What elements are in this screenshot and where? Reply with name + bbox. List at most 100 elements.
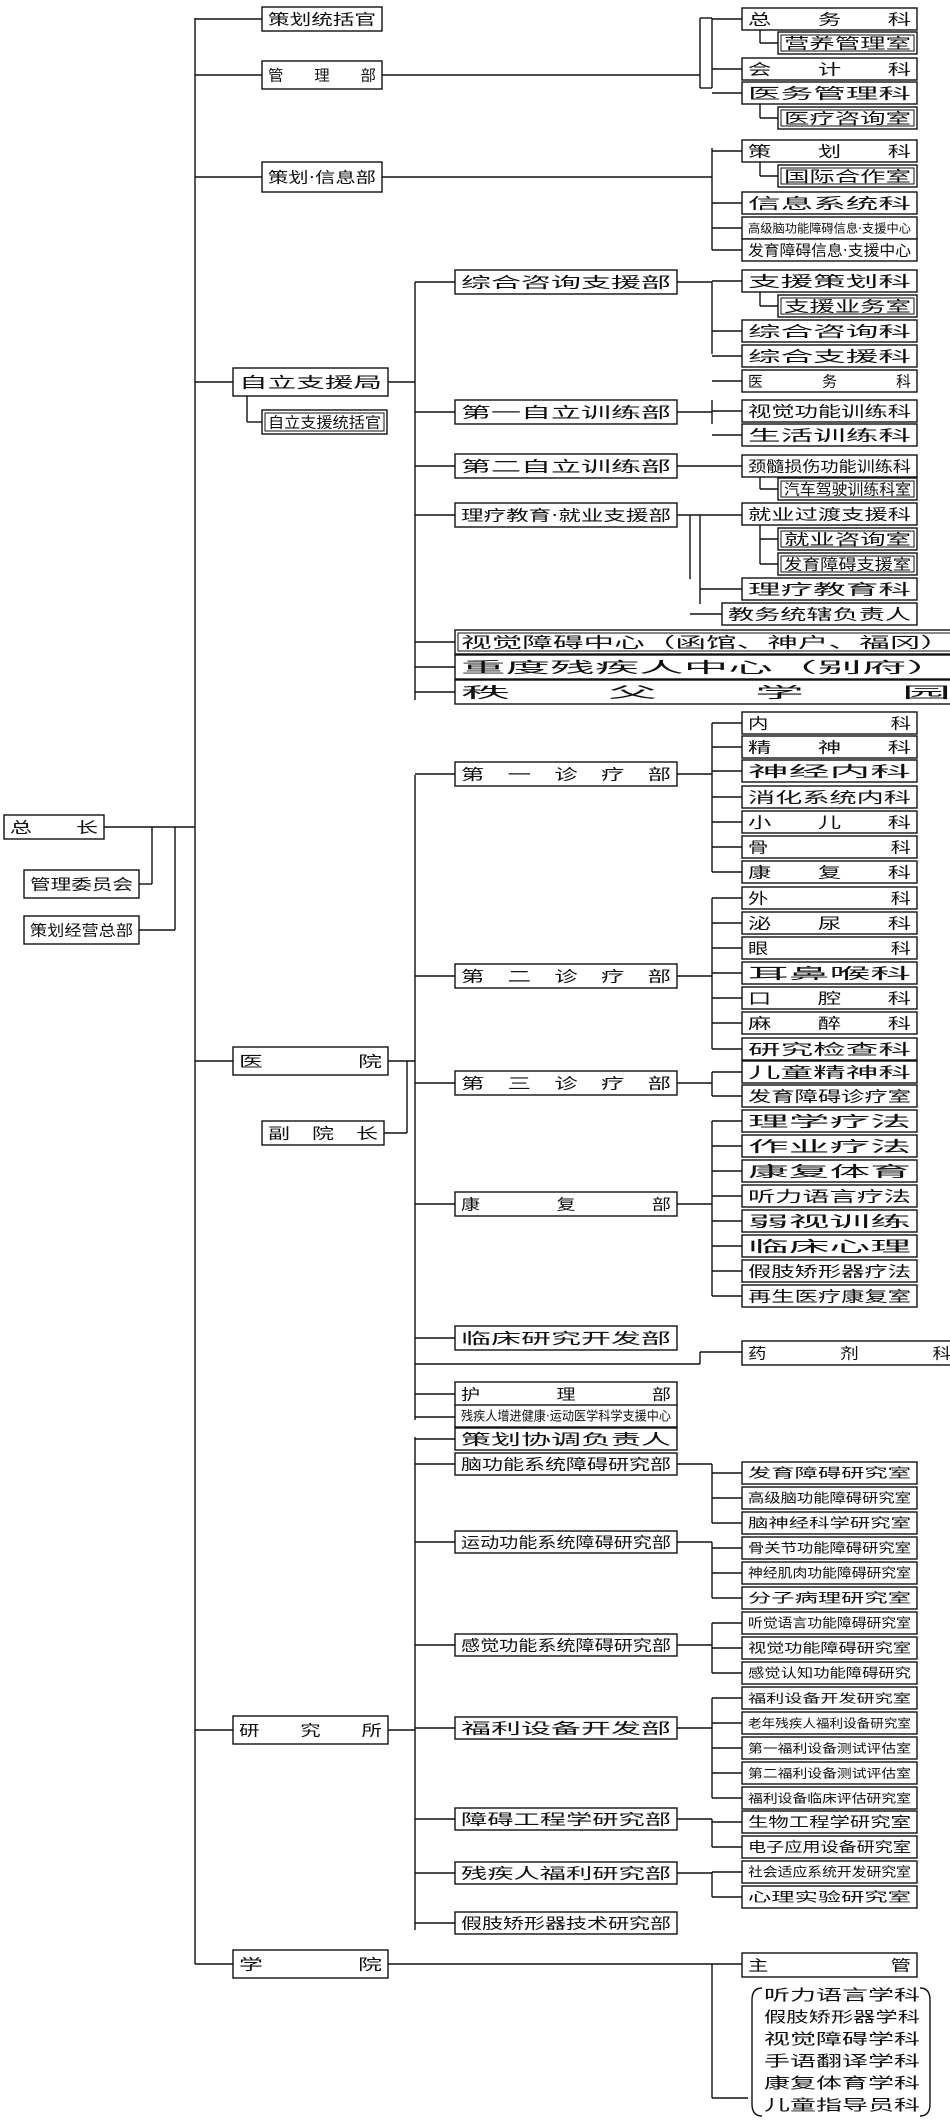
- welfare-unit-3: 第二福利设备测试评估室: [741, 1761, 918, 1785]
- bureau-dept-2: 第二自立训练部: [454, 453, 678, 479]
- rehab-unit-0: 理学疗法: [741, 1109, 918, 1133]
- social-unit-0-label: 社会适应系统开发研究室: [748, 1865, 911, 1881]
- edu-unit-2: 发育障碍支援室: [777, 552, 918, 576]
- edu-unit-0: 就业过渡支援科: [741, 502, 918, 526]
- engineering-unit-0: 生物工程学研究室: [741, 1810, 918, 1834]
- research-dept-3: 感觉功能系统障碍研究部: [454, 1633, 678, 1657]
- planning-unit-0-label: 策 划 科: [748, 142, 911, 160]
- course-brace-left: [751, 1987, 763, 2117]
- clinic1-unit-0: 内 科: [741, 711, 918, 735]
- clinic1-unit-5-label: 骨 科: [748, 838, 911, 856]
- hospital-dept-1-label: 第 二 诊 疗 部: [461, 967, 671, 985]
- college-head-box: 主 管: [741, 1952, 918, 1978]
- clinic2-unit-4: 口 腔 科: [741, 986, 918, 1010]
- management-committee-box-label: 管理委员会: [30, 875, 133, 893]
- clinic2-unit-6-label: 研究检查科: [748, 1040, 911, 1058]
- college-course-5: 儿童指导员科: [764, 2096, 920, 2114]
- consult-unit-sub-label: 支援业务室: [784, 297, 911, 315]
- consult-unit-3: 综合支援科: [741, 344, 918, 368]
- research-box: 研 究 所: [232, 1715, 389, 1745]
- independence-bureau-box: 自立支援局: [232, 367, 389, 397]
- planning-unit-3: 发育障碍信息·支援中心: [741, 238, 918, 262]
- college-course-1: 假肢矫形器学科: [764, 2008, 920, 2026]
- research-dept-4: 福利设备开发部: [454, 1716, 678, 1740]
- clinic2-unit-6: 研究检查科: [741, 1037, 918, 1061]
- edu-unit-3-label: 理疗教育科: [748, 580, 911, 598]
- management-unit-sub-0: 营养管理室: [777, 31, 918, 55]
- clinic2-unit-1: 泌 尿 科: [741, 911, 918, 935]
- bureau-dept-6: 秩 父 学 园: [454, 679, 950, 705]
- research-dept-1-label: 脑功能系统障碍研究部: [461, 1455, 671, 1473]
- management-unit-sub-1-label: 医疗咨询室: [784, 109, 911, 127]
- consult-unit-2: 综合咨询科: [741, 319, 918, 343]
- edu-unit-0-label: 就业过渡支援科: [748, 505, 911, 523]
- independence-officer-box-label: 自立支援统括官: [268, 413, 381, 431]
- hospital-dept-4: 临床研究开发部: [454, 1325, 678, 1351]
- planning-unit-2: 高级脑功能障碍信息·支援中心: [741, 216, 918, 240]
- planning-unit-sub-label: 国际合作室: [784, 167, 911, 185]
- clinic3-unit-1: 发育障碍诊疗室: [741, 1084, 918, 1108]
- edu-unit-2-label: 发育障碍支援室: [784, 555, 911, 573]
- brain-unit-2-label: 脑神经科学研究室: [748, 1516, 911, 1532]
- brain-unit-1: 高级脑功能障碍研究室: [741, 1486, 918, 1510]
- clinic2-unit-0: 外 科: [741, 886, 918, 910]
- hospital-dept-5: 护 理 部: [454, 1381, 678, 1407]
- research-box-label: 研 究 所: [239, 1721, 382, 1739]
- clinic2-unit-2-label: 眼 科: [748, 939, 911, 957]
- management-box: 管 理 部: [261, 60, 383, 90]
- college-course-3: 手语翻译学科: [764, 2052, 920, 2070]
- bureau-dept-4-label: 视觉障碍中心（函馆、神户、福冈）: [461, 633, 950, 651]
- motor-unit-0-label: 骨关节功能障碍研究室: [748, 1541, 911, 1557]
- clinic1-unit-6-label: 康 复 科: [748, 863, 911, 881]
- clinic1-unit-1-label: 精 神 科: [748, 738, 911, 756]
- clinic2-unit-3: 耳鼻喉科: [741, 961, 918, 985]
- pharmacy-box: 药 剂 科: [741, 1340, 950, 1366]
- consult-unit-2-label: 综合咨询科: [748, 322, 911, 340]
- sensory-unit-2: 感觉认知功能障碍研究: [741, 1661, 918, 1685]
- college-course-0: 听力语言学科: [764, 1986, 920, 2004]
- management-unit-1-label: 会 计 科: [748, 60, 911, 78]
- motor-unit-2-label: 分子病理研究室: [748, 1591, 911, 1607]
- clinic2-unit-2: 眼 科: [741, 936, 918, 960]
- motor-unit-0: 骨关节功能障碍研究室: [741, 1536, 918, 1560]
- sensory-unit-2-label: 感觉认知功能障碍研究: [748, 1666, 911, 1682]
- planning-info-box: 策划·信息部: [261, 161, 383, 193]
- clinic2-unit-5: 麻 醉 科: [741, 1011, 918, 1035]
- research-dept-6: 残疾人福利研究部: [454, 1861, 678, 1885]
- director-box-label: 总 长: [10, 818, 98, 836]
- welfare-unit-1: 老年残疾人福利设备研究室: [741, 1711, 918, 1735]
- research-dept-2: 运动功能系统障碍研究部: [454, 1530, 678, 1554]
- hospital-box: 医 院: [232, 1046, 389, 1076]
- welfare-unit-0: 福利设备开发研究室: [741, 1686, 918, 1710]
- strategy-office-box: 策划经营总部: [23, 915, 140, 945]
- research-dept-0: 策划协调负责人: [454, 1427, 678, 1451]
- engineering-unit-0-label: 生物工程学研究室: [748, 1814, 911, 1831]
- college-box-label: 学 院: [239, 1955, 382, 1973]
- deputy-director-box-label: 副 院 长: [268, 1124, 378, 1142]
- consult-unit-3-label: 综合支援科: [748, 347, 911, 365]
- rehab-unit-3: 听力语言疗法: [741, 1184, 918, 1208]
- rehab-unit-1: 作业疗法: [741, 1134, 918, 1158]
- welfare-unit-1-label: 老年残疾人福利设备研究室: [748, 1715, 911, 1730]
- management-unit-1: 会 计 科: [741, 57, 918, 81]
- clinic2-unit-0-label: 外 科: [748, 889, 911, 907]
- hospital-dept-3-label: 康 复 部: [461, 1195, 671, 1213]
- edu-unit-4-label: 教务统辖负责人: [728, 605, 911, 623]
- rehab-unit-1-label: 作业疗法: [748, 1137, 911, 1155]
- research-dept-3-label: 感觉功能系统障碍研究部: [461, 1636, 671, 1654]
- planning-info-box-label: 策划·信息部: [268, 168, 376, 186]
- clinic1-unit-3-label: 消化系统内科: [748, 788, 911, 806]
- social-unit-1: 心理实验研究室: [741, 1885, 918, 1909]
- sensory-unit-0-label: 听觉语言功能障碍研究室: [748, 1616, 911, 1632]
- clinic1-unit-2-label: 神经内科: [748, 762, 911, 780]
- bureau-dept-1-label: 第一自立训练部: [461, 403, 671, 421]
- management-unit-0: 总 务 科: [741, 7, 918, 31]
- clinic2-unit-3-label: 耳鼻喉科: [748, 964, 911, 982]
- management-unit-sub-1: 医疗咨询室: [777, 106, 918, 130]
- pharmacy-box-label: 药 剂 科: [748, 1344, 950, 1362]
- bureau-dept-3: 理疗教育·就业支援部: [454, 502, 678, 528]
- college-course-4: 康复体育学科: [764, 2074, 920, 2092]
- management-committee-box: 管理委员会: [23, 869, 140, 899]
- rehab-unit-5-label: 临床心理: [748, 1237, 911, 1255]
